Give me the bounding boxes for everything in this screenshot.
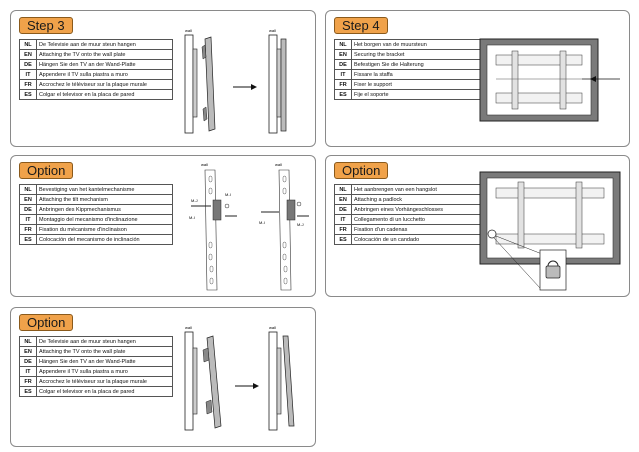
wall-label: wall (269, 325, 276, 330)
bracket-arm-left (517, 181, 525, 249)
wall-plate (192, 347, 198, 415)
wall-plate (192, 48, 198, 118)
padlock-shackle (547, 260, 559, 267)
wall-plate-bottom-rail (495, 233, 605, 245)
tilt-block (212, 199, 222, 221)
hang-tv-illustration: wall wall (184, 28, 287, 134)
washer (224, 203, 230, 209)
wall-plate-top-rail (495, 187, 605, 199)
step-badge: Step 3 (19, 17, 73, 34)
part-label: M-I (225, 192, 231, 197)
bracket-arm-right (575, 181, 583, 249)
hang-tv-tilted-illustration: wall wall (184, 325, 295, 431)
tilt-mechanism-illustration: wall M-I M-J M-I wall M-I M-J (189, 162, 309, 291)
tv-side (204, 36, 216, 132)
tilt-block (286, 199, 296, 221)
wall-label: wall (275, 162, 282, 167)
wall-label: wall (201, 162, 208, 167)
arrow-left-icon (590, 76, 596, 82)
tv-back-illustration (479, 38, 620, 122)
wall (268, 331, 278, 431)
arrow-right-icon (253, 383, 259, 389)
step-badge: Option (334, 162, 389, 179)
step-badge: Option (19, 314, 74, 331)
wall (184, 331, 194, 431)
wall-label: wall (185, 325, 192, 330)
bracket-arm-right (559, 50, 567, 110)
wall-plate-bottom-rail (495, 92, 583, 104)
part-label: M-J (297, 222, 304, 227)
part-label: M-J (191, 198, 198, 203)
washer (296, 201, 302, 207)
tv-side (206, 335, 222, 429)
tv-bracket-arm (202, 347, 213, 415)
wall-plate (276, 347, 282, 415)
wall (268, 34, 278, 134)
wall-label: wall (185, 28, 192, 33)
zoom-circle (487, 229, 497, 239)
wall-label: wall (269, 28, 276, 33)
wall-plate-top-rail (495, 54, 583, 66)
wall-plate (276, 48, 282, 118)
tv-bracket-arm (201, 44, 208, 122)
tv-side (282, 335, 295, 427)
padlock-icon (545, 265, 561, 279)
part-label: M-I (259, 220, 265, 225)
zoom-line (493, 237, 541, 289)
tv-side (280, 38, 287, 132)
step-badge: Step 4 (334, 17, 388, 34)
bracket-arm-left (511, 50, 519, 110)
step-badge: Option (19, 162, 74, 179)
wall (184, 34, 194, 134)
zoom-line (495, 235, 543, 255)
arrow-right-icon (251, 84, 257, 90)
padlock-illustration (479, 171, 621, 291)
part-label: M-I (189, 215, 195, 220)
